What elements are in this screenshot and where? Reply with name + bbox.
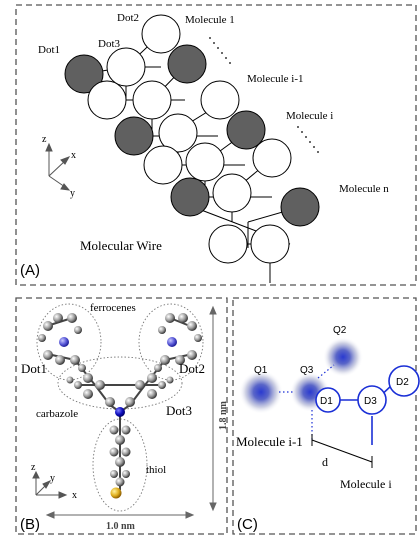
panel-b-border xyxy=(15,297,228,535)
axis-z-label: z xyxy=(31,462,36,473)
panel-b-axes xyxy=(32,470,68,499)
axis-z-label: z xyxy=(42,134,47,145)
panel-c: Q1 Q3 Q2 D1 D3 D2 Molecule i-1 Molecule … xyxy=(232,297,420,535)
dot2-label: Dot2 xyxy=(117,12,139,24)
molecule-i-minus-1-label: Molecule i-1 xyxy=(247,73,304,85)
molecule-1-label: Molecule 1 xyxy=(185,14,235,26)
panel-b: ferrocenes Dot1 Dot2 Dot3 carbazole thio… xyxy=(15,297,229,535)
axis-y-label: y xyxy=(50,473,55,484)
d1-label: D1 xyxy=(320,396,333,407)
dot2-label: Dot2 xyxy=(179,361,205,376)
molecule-n-label: Molecule n xyxy=(339,183,389,195)
molecule-i-label: Molecule i xyxy=(340,477,392,491)
q1-label: Q1 xyxy=(254,365,268,376)
panel-a-border xyxy=(15,4,417,286)
width-dimension-label: 1.0 nm xyxy=(106,521,136,532)
distance-bracket xyxy=(311,434,373,468)
molecule-i-minus-1-label: Molecule i-1 xyxy=(236,434,303,449)
panel-a-axes xyxy=(45,142,71,191)
quantum-dots xyxy=(64,14,320,264)
molecular-wire-label: Molecular Wire xyxy=(80,238,162,253)
axis-x-label: x xyxy=(72,490,77,501)
axis-x-label: x xyxy=(71,150,76,161)
panel-c-border xyxy=(232,297,417,535)
molecule-i-label: Molecule i xyxy=(286,110,333,122)
dot1-label: Dot1 xyxy=(21,361,47,376)
dot1-label: Dot1 xyxy=(38,44,60,56)
dot3-label: Dot3 xyxy=(98,38,121,50)
distance-label: d xyxy=(322,455,328,469)
d2-label: D2 xyxy=(396,377,409,388)
dimension-arrows xyxy=(45,305,217,519)
molecule-model xyxy=(38,313,202,499)
q2-charge xyxy=(323,337,363,377)
axis-y-label: y xyxy=(70,188,75,199)
panel-c-label: (C) xyxy=(237,516,258,533)
carbazole-label: carbazole xyxy=(36,408,78,420)
fragment-outlines xyxy=(36,303,204,512)
d3-label: D3 xyxy=(364,396,377,407)
q2-label: Q2 xyxy=(333,325,347,336)
thiol-label: thiol xyxy=(146,464,166,476)
panel-a: Dot1 Dot2 Dot3 Molecule 1 Molecule i-1 M… xyxy=(15,4,417,286)
height-dimension-label: 1.8 nm xyxy=(218,400,229,430)
ellipsis-dots xyxy=(209,37,319,153)
q1-charge xyxy=(239,370,283,414)
dot-circuit xyxy=(315,365,420,445)
panel-a-label: (A) xyxy=(20,262,40,279)
dot3-label: Dot3 xyxy=(166,403,192,418)
panel-b-label: (B) xyxy=(20,516,40,533)
ferrocenes-label: ferrocenes xyxy=(90,302,136,314)
q3-label: Q3 xyxy=(300,365,314,376)
